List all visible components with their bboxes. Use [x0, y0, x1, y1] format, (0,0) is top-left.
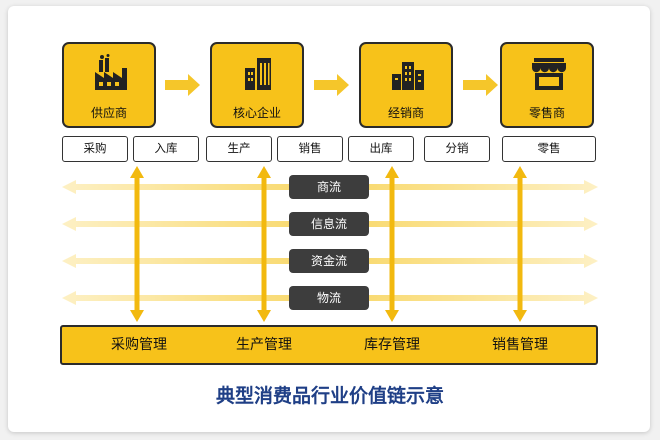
vertical-arrow-3	[385, 166, 399, 322]
store-icon	[532, 58, 566, 90]
flow-label-capital: 资金流	[289, 249, 369, 273]
flow-label-information: 信息流	[289, 212, 369, 236]
entity-label: 核心企业	[232, 106, 281, 120]
step-produce: 生产	[206, 136, 272, 162]
step-distribute: 分销	[424, 136, 490, 162]
management-bar	[60, 325, 598, 365]
management-procurement: 采购管理	[111, 337, 167, 353]
connector-arrow-3	[463, 74, 498, 96]
office-building-icon	[245, 58, 271, 90]
step-procure: 采购	[62, 136, 128, 162]
city-buildings-icon	[392, 62, 424, 90]
management-production: 生产管理	[236, 337, 292, 353]
entity-label: 供应商	[90, 106, 127, 120]
flow-label-commerce: 商流	[289, 175, 369, 199]
vertical-arrow-4	[513, 166, 527, 322]
entity-core-enterprise: 核心企业	[210, 42, 304, 128]
entity-retailer: 零售商	[500, 42, 594, 128]
step-outbound: 出库	[348, 136, 414, 162]
vertical-arrow-1	[130, 166, 144, 322]
diagram-caption: 典型消费品行业价值链示意	[215, 385, 444, 407]
factory-icon	[95, 54, 127, 90]
connector-arrow-2	[314, 74, 349, 96]
entity-distributor: 经销商	[359, 42, 453, 128]
entity-label: 零售商	[528, 106, 565, 120]
vertical-arrow-2	[257, 166, 271, 322]
step-retail: 零售	[502, 136, 596, 162]
management-inventory: 库存管理	[364, 337, 420, 353]
flow-label-logistics: 物流	[289, 286, 369, 310]
step-sell: 销售	[277, 136, 343, 162]
connector-arrow-1	[165, 74, 200, 96]
entity-label: 经销商	[387, 106, 424, 120]
step-inbound: 入库	[133, 136, 199, 162]
entity-supplier: 供应商	[62, 42, 156, 128]
management-sales: 销售管理	[492, 337, 548, 353]
